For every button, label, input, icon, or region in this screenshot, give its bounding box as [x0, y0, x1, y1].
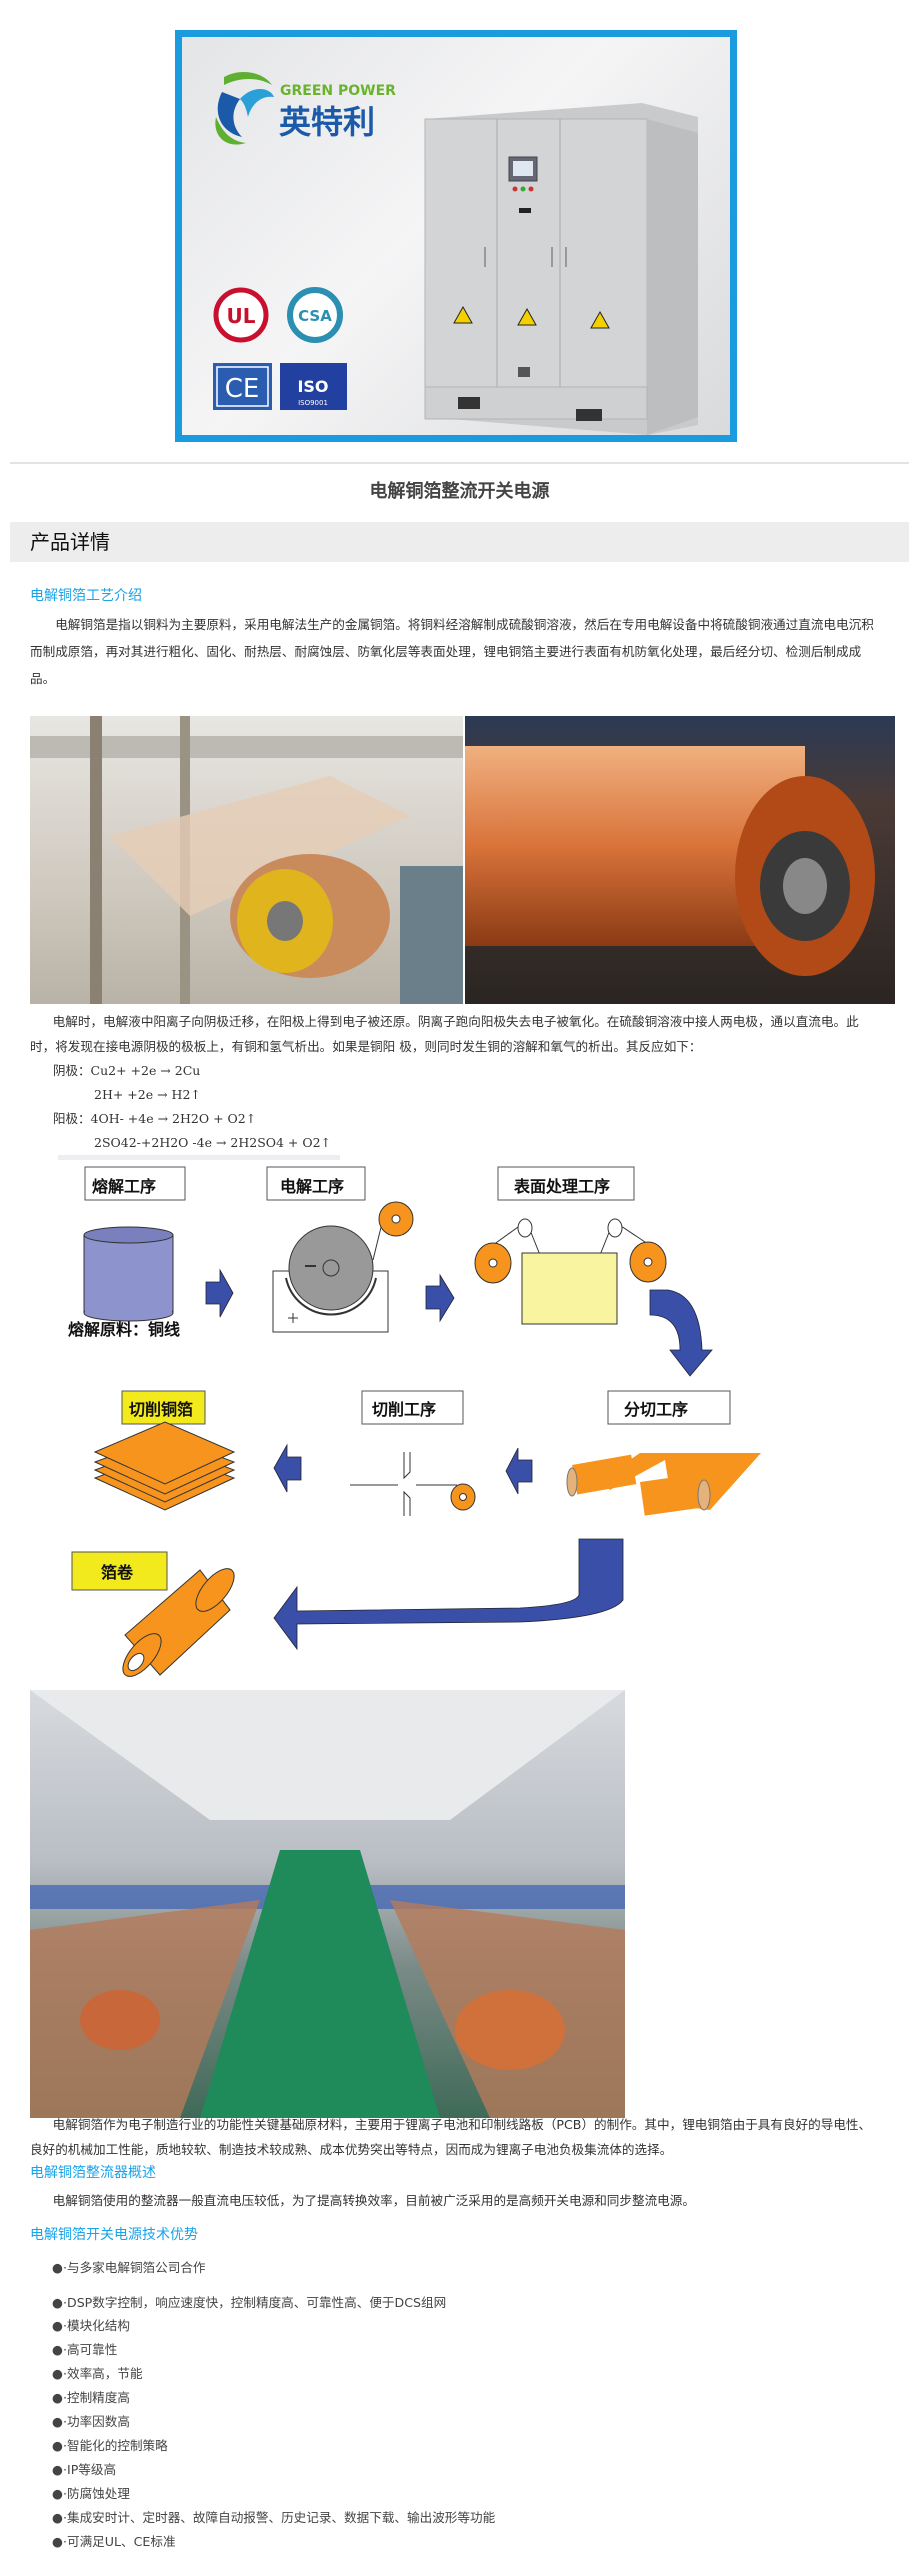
surface-treatment-icon: [474, 1218, 667, 1325]
iso-logo-text: ISO: [297, 377, 328, 396]
electrolysis-drum-icon: [272, 1201, 414, 1333]
section-heading-advantages: 电解铜箔开关电源技术优势: [30, 2227, 198, 2243]
electrolysis-paragraph: 电解时，电解液中阳离子向阴极迁移，在阳极上得到电子被还原。阴离子跑向阳极失去电子…: [30, 1014, 859, 1054]
divider: [58, 1155, 340, 1160]
step-surface-label: 表面处理工序: [513, 1177, 610, 1196]
process-paragraph: 电解铜箔是指以铜料为主要原料，采用电解法生产的金属铜箔。将铜料经溶解制成硫酸铜溶…: [30, 617, 874, 686]
rectifier-paragraph: 电解铜箔使用的整流器一般直流电压较低，为了提高转换效率，目前被广泛采用的是高频开…: [52, 2193, 695, 2208]
raw-material-label: 熔解原料：铜线: [68, 1320, 180, 1339]
section-heading-rectifier: 电解铜箔整流器概述: [30, 2165, 156, 2181]
factory-photo: [30, 1690, 625, 2118]
ce-logo-icon: CE: [213, 363, 272, 410]
product-image-graphic: GREEN POWER 英特利 UL CSA CE ISO ISO9001: [213, 71, 698, 435]
foil-roll-icon: [122, 1568, 235, 1677]
product-detail-header: 产品详情: [10, 522, 909, 562]
iso9001-logo-text: ISO9001: [298, 399, 328, 407]
copper-roll-graphic: [465, 746, 875, 976]
formula-cathode-1: 阴极：Cu2+ +2e → 2Cu: [53, 1063, 201, 1078]
arrow-right-icon: [425, 1273, 455, 1323]
step-cutting-label: 切削工序: [372, 1400, 436, 1419]
foil-machine-photo: [30, 716, 463, 1004]
list-item: ●·DSP数字控制，响应速度快，控制精度高、可靠性高、便于DCS组网: [52, 2295, 447, 2310]
logo-text-en: GREEN POWER: [280, 83, 396, 99]
step-slitting-label: 分切工序: [624, 1400, 688, 1419]
stacked-foil-icon: [93, 1421, 236, 1511]
list-item: ●·可满足UL、CE标准: [52, 2534, 176, 2549]
step-slitting: 分切工序: [607, 1390, 731, 1425]
ul-logo-text: UL: [227, 304, 256, 328]
step-surface-treatment: 表面处理工序: [497, 1166, 635, 1201]
product-image: GREEN POWER 英特利 UL CSA CE ISO ISO9001: [175, 30, 737, 442]
list-item: ●·智能化的控制策略: [52, 2438, 168, 2453]
slitting-rollers-icon: [566, 1453, 761, 1516]
melting-tank-icon: [83, 1226, 174, 1322]
list-item: ●·与多家电解铜箔公司合作: [52, 2260, 206, 2275]
formula-anode-1: 阳极：4OH- +4e → 2H2O + O2↑: [53, 1111, 257, 1126]
step-melting-label: 熔解工序: [92, 1177, 156, 1196]
list-item: ●·IP等级高: [52, 2462, 117, 2477]
list-item: ●·集成安时计、定时器、故障自动报警、历史记录、数据下载、输出波形等功能: [52, 2510, 496, 2525]
product-detail-label: 产品详情: [30, 530, 110, 554]
step-electrolysis: 电解工序: [266, 1166, 366, 1201]
foil-machine-graphic: [30, 716, 463, 1004]
logo-text-cn: 英特利: [279, 103, 375, 141]
list-item: ●·控制精度高: [52, 2390, 130, 2405]
arrow-left-icon: [273, 1443, 302, 1493]
list-item: ●·模块化结构: [52, 2318, 130, 2333]
step-electrolysis-label: 电解工序: [280, 1177, 344, 1196]
factory-graphic: [30, 1690, 625, 2118]
cutter-icon: [350, 1452, 476, 1516]
list-item: ●·效率高，节能: [52, 2366, 143, 2381]
divider: [10, 462, 909, 464]
formula-cathode-2: 2H+ +2e → H2↑: [94, 1087, 201, 1102]
step-melting: 熔解工序: [84, 1166, 186, 1201]
arrow-right-icon: [205, 1268, 234, 1318]
section-heading-process: 电解铜箔工艺介绍: [30, 588, 142, 604]
formula-anode-2: 2SO42-+2H2O -4e → 2H2SO4 + O2↑: [94, 1135, 332, 1150]
arrow-left-icon: [505, 1447, 533, 1495]
list-item: ●·功率因数高: [52, 2414, 130, 2429]
step-cut-foil-label: 切削铜箔: [129, 1400, 193, 1419]
application-paragraph: 电解铜箔作为电子制造行业的功能性关键基础原材料，主要用于锂离子电池和印制线路板（…: [30, 2117, 872, 2157]
iso-logo-icon: ISO ISO9001: [280, 363, 347, 410]
ul-logo-icon: UL: [213, 287, 269, 343]
step-cutting: 切削工序: [361, 1390, 464, 1425]
csa-logo-text: CSA: [298, 307, 332, 325]
copper-roll-photo: [465, 716, 895, 1004]
step-foil-roll: 箔卷: [71, 1551, 168, 1591]
csa-logo-icon: CSA: [287, 287, 343, 343]
cabinet-image: [424, 103, 698, 435]
logo-icon: [215, 71, 274, 145]
step-cut-foil: 切削铜箔: [121, 1390, 206, 1425]
list-item: ●·高可靠性: [52, 2342, 118, 2357]
list-item: ●·防腐蚀处理: [52, 2486, 130, 2501]
arrow-long-left-icon: [273, 1538, 624, 1651]
process-diagram: 熔解工序 电解工序 表面处理工序 切削铜箔 切削工序 分切工序 箔卷 熔解原料：…: [68, 1166, 761, 1677]
arrow-curve-down-icon: [649, 1289, 713, 1377]
ce-logo-text: CE: [225, 374, 260, 404]
step-foil-roll-label: 箔卷: [101, 1563, 134, 1582]
page-title: 电解铜箔整流开关电源: [369, 481, 550, 502]
